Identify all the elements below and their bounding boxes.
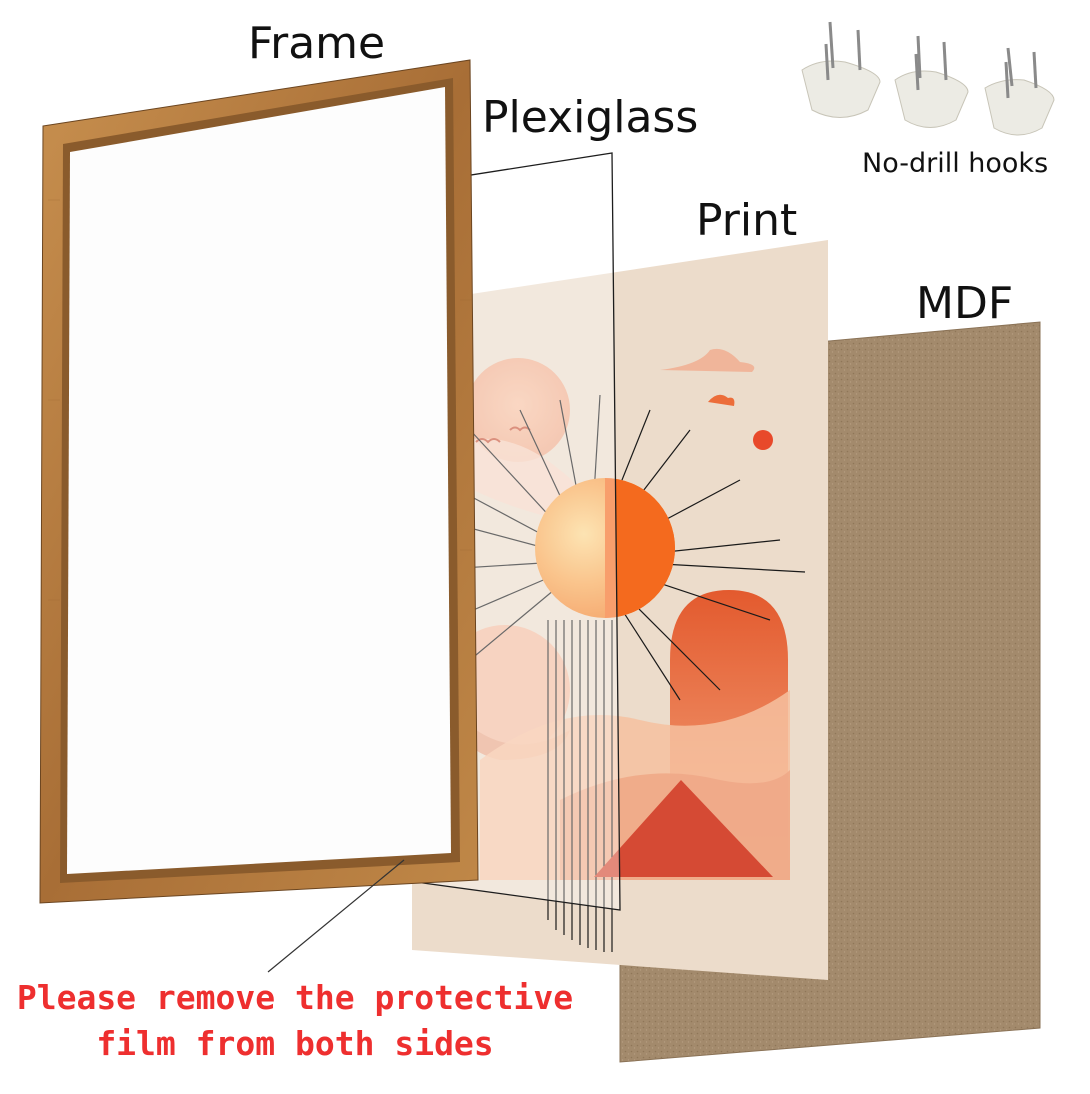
hook-icon: [801, 21, 881, 118]
peach-circle: [466, 358, 570, 462]
plexiglass-label: Plexiglass: [482, 92, 699, 143]
small-cloud-shape: [708, 394, 735, 406]
frame-label: Frame: [248, 18, 386, 69]
red-dot: [753, 430, 773, 450]
pointer-line: [267, 859, 405, 973]
notice-line-2: film from both sides: [96, 1024, 494, 1063]
protective-film-notice: Please remove the protective film from b…: [0, 975, 590, 1067]
print-label: Print: [696, 195, 798, 246]
wooden-frame: [39, 59, 479, 904]
mdf-label: MDF: [916, 278, 1014, 329]
hook-icon: [894, 35, 969, 128]
hooks-label: No-drill hooks: [862, 148, 1049, 179]
hook-icon: [984, 47, 1055, 136]
no-drill-hooks: [801, 21, 1055, 136]
cloud-shape: [660, 348, 755, 372]
red-triangle: [594, 780, 773, 877]
notice-line-1: Please remove the protective: [16, 978, 574, 1017]
vertical-lines: [547, 620, 613, 952]
